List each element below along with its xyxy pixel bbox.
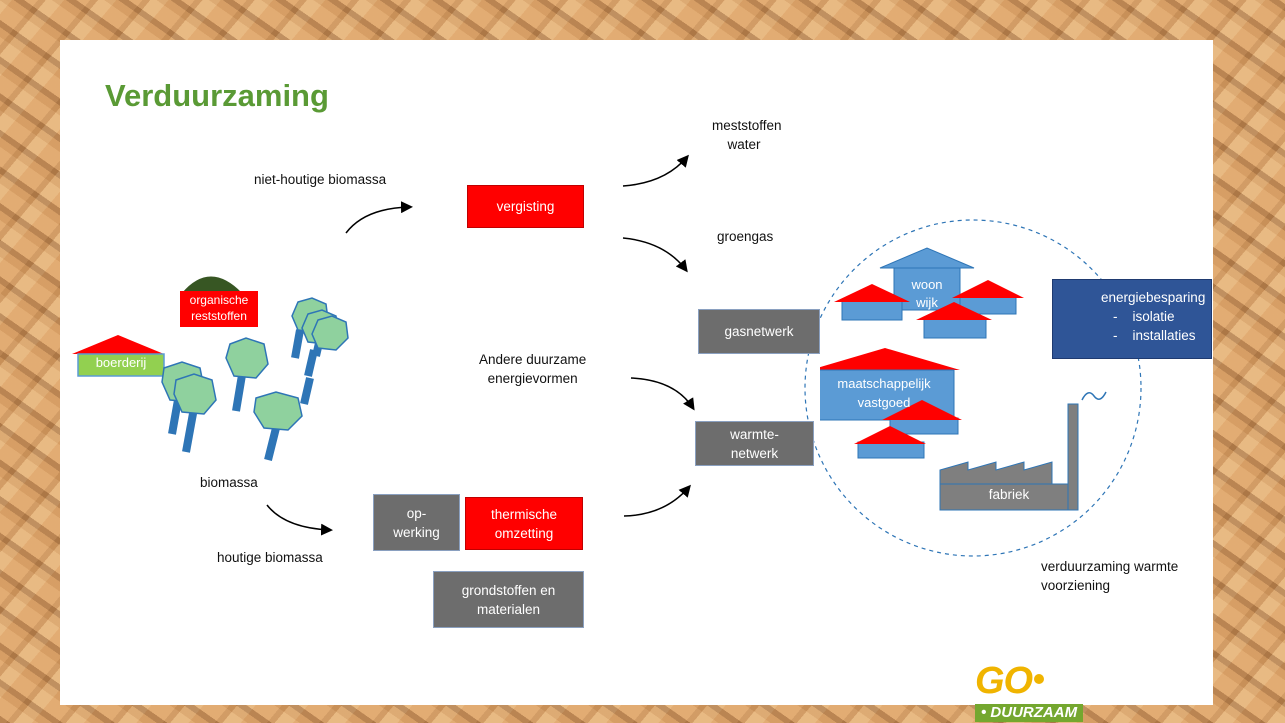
fabriek-icon: [939, 391, 1107, 511]
label-houtige-biomassa: houtige biomassa: [217, 550, 323, 565]
farm-roof-icon: [72, 335, 164, 354]
arrow-thermische-to-warmtenetwerk: [623, 484, 691, 517]
farm-illustration: [72, 276, 349, 461]
energiebesparing-box: energiebesparing - isolatie - installati…: [1052, 279, 1212, 359]
label-biomassa: biomassa: [200, 475, 258, 490]
arrow-biomassa-to-houtig: [266, 504, 333, 536]
label-groengas: groengas: [717, 229, 774, 244]
organische-reststoffen-box: [180, 291, 258, 327]
logo-dot-icon: [1034, 674, 1044, 684]
maatschappelijk-vastgoed-icon: [820, 348, 962, 459]
boerderij-box: [77, 353, 165, 377]
compost-heap-icon: [182, 276, 242, 293]
page-title: Verduurzaming: [105, 78, 329, 113]
opwerking-box: op-werking: [373, 494, 460, 551]
arrow-niet-houtig-to-vergisting: [345, 201, 413, 234]
logo-duurzaam-text: • DUURZAAM: [975, 704, 1084, 722]
fabriek-label: fabriek: [988, 487, 1030, 502]
city-illustration: [820, 247, 1107, 511]
tree-icons: [161, 297, 349, 461]
vergisting-box: vergisting: [467, 185, 584, 228]
arrow-andere-to-warmtenetwerk: [630, 377, 695, 411]
warmtenetwerk-box: warmte-netwerk: [695, 421, 814, 466]
gasnetwerk-box: gasnetwerk: [698, 309, 820, 354]
go-duurzaam-logo: GO: [975, 660, 1033, 702]
woonwijk-houses-icon: [834, 247, 1024, 339]
city-boundary-circle: [804, 219, 1142, 557]
arrow-vergisting-to-groengas: [622, 237, 688, 273]
arrow-vergisting-to-meststoffen: [622, 154, 689, 187]
boerderij-label: boerderij: [95, 355, 147, 370]
label-niet-houtige-biomassa: niet-houtige biomassa: [254, 172, 387, 187]
